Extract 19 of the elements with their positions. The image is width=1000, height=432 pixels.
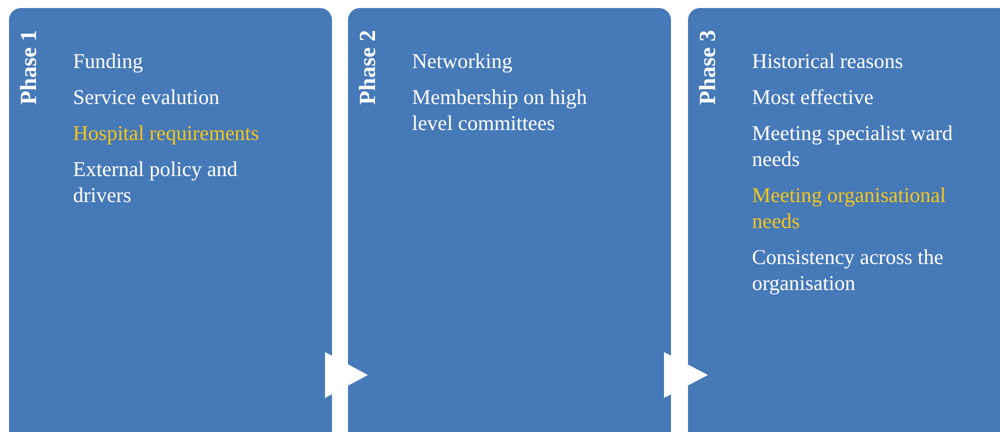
- chevron-arrow: [325, 352, 368, 398]
- chevron-arrow: [664, 352, 708, 398]
- phase-panel: [688, 8, 1000, 432]
- phase-heading: Phase 3: [696, 30, 719, 105]
- phase-heading: Phase 2: [356, 30, 379, 105]
- phase-item: Meeting specialist ward needs: [752, 120, 954, 172]
- phase-panel: [348, 8, 671, 432]
- phase-panel: [9, 8, 332, 432]
- phase-item: Networking: [412, 48, 514, 74]
- phase-item: Most effective: [752, 84, 874, 110]
- phase-item: Funding: [73, 48, 144, 74]
- phase-item: Service evalution: [73, 84, 220, 110]
- phase-item: External policy and drivers: [73, 156, 238, 208]
- phase-item: Historical reasons: [752, 48, 904, 74]
- phase-item: Consistency across the organisation: [752, 244, 944, 296]
- phase-heading: Phase 1: [17, 30, 40, 105]
- phase-item: Hospital requirements: [73, 120, 260, 146]
- phase-item: Meeting organisational needs: [752, 182, 947, 234]
- phase-item: Membership on high level committees: [412, 84, 588, 136]
